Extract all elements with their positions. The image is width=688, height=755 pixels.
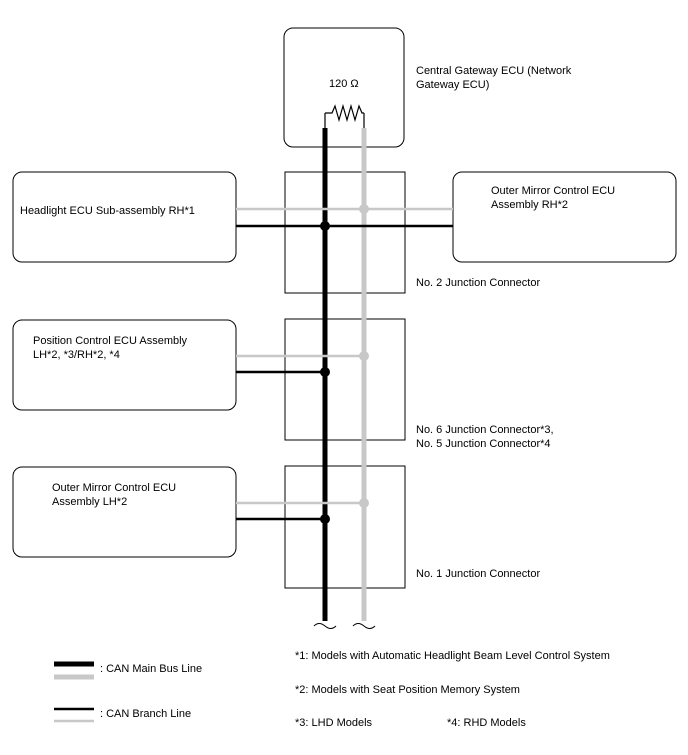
junction-no1-box (284, 465, 406, 589)
legend-branch-label: : CAN Branch Line (100, 708, 192, 720)
resistor-zigzag (325, 103, 364, 123)
outer-mirror-rh-box (452, 171, 677, 263)
note-1: *1: Models with Automatic Headlight Beam… (295, 650, 610, 662)
break-mark-light (352, 623, 376, 629)
outer-mirror-lh-label: Outer Mirror Control ECU Assembly LH*2 (52, 482, 177, 508)
junction-dot-light-row2 (359, 351, 369, 361)
junction-no6-box (284, 318, 406, 441)
junction-no1-label: No. 1 Junction Connector (416, 568, 541, 580)
legend-main-bus-label: : CAN Main Bus Line (100, 663, 203, 675)
note-3: *3: LHD Models (295, 717, 373, 729)
break-mark-dark (313, 623, 337, 629)
junction-dot-dark-row1 (320, 221, 330, 231)
outer-mirror-lh-box (12, 466, 237, 558)
junction-no6-no5-label: No. 6 Junction Connector*3, No. 5 Juncti… (416, 424, 554, 450)
central-gateway-box (283, 27, 405, 148)
position-control-ecu-box (12, 319, 237, 411)
junction-no2-label: No. 2 Junction Connector (416, 277, 541, 289)
junction-dot-dark-row2 (320, 367, 330, 377)
headlight-ecu-box (12, 171, 237, 263)
junction-no2-box (284, 171, 406, 294)
junction-dot-light-row3 (359, 498, 369, 508)
headlight-ecu-label: Headlight ECU Sub-assembly RH*1 (20, 205, 195, 217)
position-control-ecu-label: Position Control ECU Assembly LH*2, *3/R… (33, 335, 188, 361)
resistor-label: 120 Ω (329, 78, 359, 90)
junction-dot-light-row1 (359, 204, 369, 214)
junction-dot-dark-row3 (320, 514, 330, 524)
outer-mirror-rh-label: Outer Mirror Control ECU Assembly RH*2 (491, 185, 616, 211)
central-gateway-label: Central Gateway ECU (Network Gateway ECU… (416, 65, 572, 91)
note-4: *4: RHD Models (447, 717, 526, 729)
note-2: *2: Models with Seat Position Memory Sys… (295, 684, 520, 696)
